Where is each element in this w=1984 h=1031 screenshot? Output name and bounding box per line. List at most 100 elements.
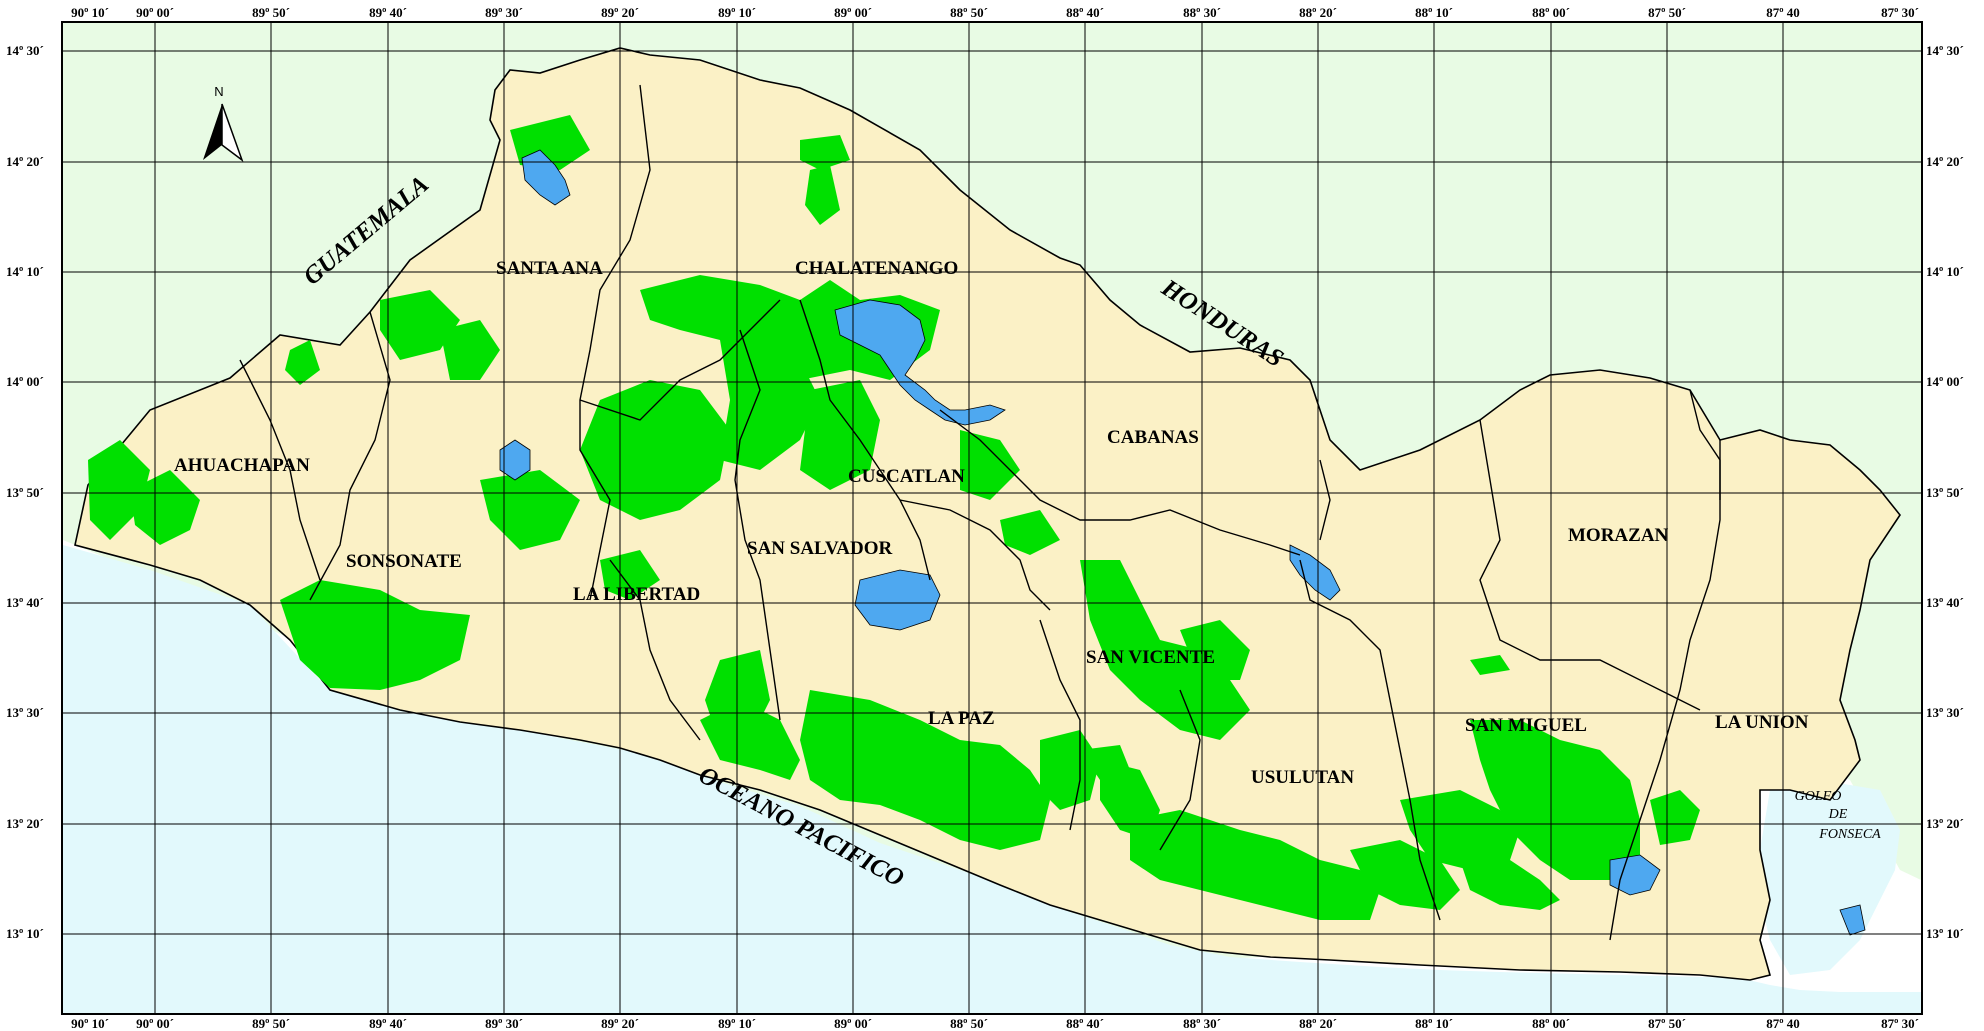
longitude-label: 89º 30´ xyxy=(485,5,523,20)
department-border xyxy=(1159,689,1201,851)
department-border xyxy=(734,329,781,721)
dept-label-chalatenango: CHALATENANGO xyxy=(795,258,958,279)
lake-olomega xyxy=(1609,854,1661,896)
dept-label-santa-ana: SANTA ANA xyxy=(496,258,603,279)
dept-label-san-vicente: SAN VICENTE xyxy=(1086,647,1215,668)
dept-label-cuscatlan: CUSCATLAN xyxy=(848,466,965,487)
lake-coatepeque xyxy=(499,439,531,481)
department-labels: AHUACHAPAN SANTA ANA CHALATENANGO SONSON… xyxy=(174,258,1809,788)
forest-patch xyxy=(800,690,1050,850)
department-border xyxy=(799,299,931,581)
latitude-label: 13º 10´ xyxy=(6,926,44,941)
longitude-label: 89º 50´ xyxy=(252,5,290,20)
forest-patch xyxy=(380,290,460,360)
longitude-label: 87º 40 xyxy=(1766,1016,1800,1031)
department-borders xyxy=(239,84,1721,941)
latitude-label: 13º 20´ xyxy=(1926,816,1964,831)
latitude-label: 14º 10´ xyxy=(6,264,44,279)
latitude-label: 13º 50´ xyxy=(1926,485,1964,500)
longitude-label: 89º 20´ xyxy=(601,1016,639,1031)
longitude-label: 87º 40 xyxy=(1766,5,1800,20)
dept-label-san-miguel: SAN MIGUEL xyxy=(1465,715,1587,736)
gulf-label-line-2: DE xyxy=(1828,807,1848,822)
forest-patch xyxy=(600,550,660,600)
longitude-label: 88º 30´ xyxy=(1183,5,1221,20)
longitude-label: 90º 00´ xyxy=(136,5,174,20)
longitude-label: 87º 30´ xyxy=(1881,5,1919,20)
latitude-label: 13º 30´ xyxy=(6,705,44,720)
department-border xyxy=(1319,459,1331,541)
longitude-label: 88º 20´ xyxy=(1299,1016,1337,1031)
forest-patch xyxy=(440,320,500,380)
latitude-label: 14º 30´ xyxy=(6,43,44,58)
forest-patch xyxy=(960,430,1020,500)
longitude-label: 89º 10´ xyxy=(718,5,756,20)
longitude-label: 87º 50´ xyxy=(1648,5,1686,20)
forest-patch xyxy=(130,470,200,545)
department-border xyxy=(939,409,1301,556)
latitude-label: 14º 00´ xyxy=(1926,374,1964,389)
longitude-labels-bottom: 90º 10´90º 00´89º 50´89º 40´89º 30´89º 2… xyxy=(71,1016,1919,1031)
longitude-label: 89º 40´ xyxy=(369,1016,407,1031)
longitude-label: 90º 10´ xyxy=(71,1016,109,1031)
dept-label-ahuachapan: AHUACHAPAN xyxy=(174,455,310,476)
forest-patch xyxy=(1080,745,1130,780)
forest-patch xyxy=(1460,860,1560,910)
longitude-label: 88º 40´ xyxy=(1066,1016,1104,1031)
longitude-label: 88º 50´ xyxy=(950,5,988,20)
dept-label-la-libertad: LA LIBERTAD xyxy=(573,584,700,605)
latitude-label: 13º 30´ xyxy=(1926,705,1964,720)
department-border xyxy=(579,299,781,421)
dept-label-la-paz: LA PAZ xyxy=(928,708,995,729)
forest-patch xyxy=(480,470,580,550)
department-border xyxy=(309,311,391,601)
forest-patch xyxy=(720,330,820,470)
forest-patch xyxy=(800,135,850,170)
longitude-label: 90º 00´ xyxy=(136,1016,174,1031)
gulf-label-line-3: FONSECA xyxy=(1818,827,1881,842)
longitude-label: 88º 00´ xyxy=(1532,1016,1570,1031)
forest-patch xyxy=(1000,510,1060,555)
longitude-label: 88º 10´ xyxy=(1415,1016,1453,1031)
dept-label-san-salvador: SAN SALVADOR xyxy=(747,538,892,559)
dept-label-la-union: LA UNION xyxy=(1715,712,1809,733)
lake-guija xyxy=(521,149,571,206)
latitude-label: 13º 40´ xyxy=(6,595,44,610)
longitude-label: 89º 40´ xyxy=(369,5,407,20)
dept-label-usulutan: USULUTAN xyxy=(1251,767,1354,788)
water-bodies xyxy=(499,149,1866,936)
longitude-label: 88º 10´ xyxy=(1415,5,1453,20)
latitude-label: 14º 10´ xyxy=(1926,264,1964,279)
forest-patch xyxy=(280,580,470,690)
north-arrow-shape xyxy=(203,104,222,160)
longitude-label: 89º 10´ xyxy=(718,1016,756,1031)
department-border xyxy=(1609,389,1721,941)
forest-patch xyxy=(1470,655,1510,675)
forest-patch xyxy=(805,165,840,225)
graticule xyxy=(62,22,1921,1014)
forest-patch xyxy=(1650,790,1700,845)
longitude-label: 89º 00´ xyxy=(834,1016,872,1031)
forest-patch xyxy=(700,700,800,780)
lake-ilopango xyxy=(854,569,941,631)
latitude-label: 13º 20´ xyxy=(6,816,44,831)
longitude-labels-top: 90º 10´90º 00´89º 50´89º 40´89º 30´89º 2… xyxy=(71,5,1919,20)
latitude-label: 14º 20´ xyxy=(6,154,44,169)
longitude-label: 89º 50´ xyxy=(252,1016,290,1031)
department-border xyxy=(1479,419,1701,711)
gulf-of-fonseca xyxy=(1760,780,1900,975)
longitude-label: 90º 10´ xyxy=(71,5,109,20)
el-salvador-land xyxy=(74,47,1901,981)
department-border xyxy=(239,359,321,581)
longitude-label: 87º 50´ xyxy=(1648,1016,1686,1031)
forest-patch xyxy=(285,340,320,385)
forest-patch xyxy=(1470,720,1640,880)
latitude-label: 14º 30´ xyxy=(1926,43,1964,58)
gulf-label-line-1: GOLFO xyxy=(1795,789,1842,804)
latitude-label: 14º 00´ xyxy=(6,374,44,389)
longitude-label: 87º 30´ xyxy=(1881,1016,1919,1031)
lempa-reservoir xyxy=(1289,544,1341,601)
latitude-label: 14º 20´ xyxy=(1926,154,1964,169)
dept-label-sonsonate: SONSONATE xyxy=(346,551,462,572)
longitude-label: 88º 20´ xyxy=(1299,5,1337,20)
